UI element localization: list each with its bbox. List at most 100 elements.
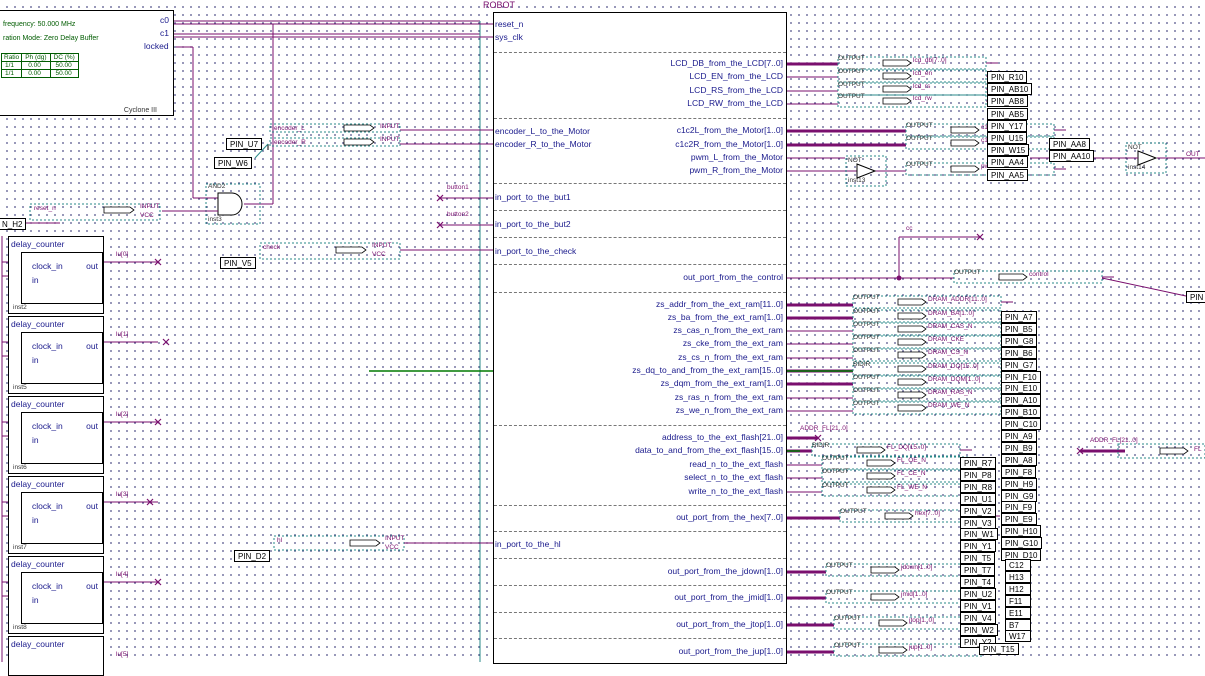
pin-h2[interactable]: N_H2 [0,218,27,230]
pin-assignment[interactable]: PIN_W1 [960,528,998,541]
pin-assignment[interactable]: PIN_V4 [960,611,996,624]
pin-assignment[interactable]: B7 [1005,618,1031,631]
input-reset-type: INPUT [140,203,160,210]
pin-assignment[interactable]: PIN_A9 [1001,430,1037,442]
output-pin-type: OUTPUT [853,308,880,315]
robot-block[interactable] [493,12,787,664]
output-pin-name: DRAM_CKE [928,336,965,343]
pin-assignment[interactable]: PIN_W2 [960,623,998,636]
pin-right-edge[interactable]: PIN [1186,291,1205,303]
pin-assignment[interactable]: PIN_T4 [960,576,996,588]
delay-counter-net: lu[1] [116,331,129,338]
pin-assignment[interactable]: PIN_A7 [1001,311,1037,323]
junction-dot [896,275,902,281]
pin-assignment[interactable]: H13 [1005,570,1031,583]
pin-assignment[interactable]: PIN_W15 [987,144,1030,157]
pin-assignment[interactable]: PIN_V1 [960,599,996,612]
pin-assignment[interactable]: PIN_AA5 [987,168,1028,181]
pin-assignment[interactable]: PIN_U15 [987,132,1028,144]
pin-assignment[interactable]: PIN_F10 [1001,370,1041,383]
robot-in-hl: in_port_to_the_hl [495,539,561,549]
pin-shape [866,486,896,494]
output-pin-name: lcd_en [913,70,933,77]
robot-out-port: zs_ba_from_the_ext_ram[1..0] [667,312,783,322]
pin-assignment[interactable]: PIN_P8 [960,468,996,481]
pin-d2[interactable]: PIN_D2 [234,550,271,562]
pin-w6[interactable]: PIN_W6 [214,157,252,169]
pin-u7[interactable]: PIN_U7 [226,138,263,150]
pin-assignment[interactable]: H12 [1005,582,1031,595]
pin-assignment[interactable]: PIN_E9 [1001,513,1037,526]
pin-assignment[interactable]: F11 [1005,594,1031,607]
pin-shape [335,246,367,254]
pin-assignment[interactable]: PIN_V3 [960,516,996,529]
output-pin-type: OUTPUT [853,387,880,394]
pin-assignment[interactable]: PIN_E10 [1001,382,1042,395]
pin-assignment[interactable]: PIN_R7 [960,457,997,469]
not-gate-1-frame [845,155,887,187]
pll-mode: ration Mode: Zero Delay Buffer [3,35,99,42]
pin-assignment[interactable]: PIN_U2 [960,587,997,600]
pin-assignment[interactable]: W17 [1005,630,1031,643]
pin-assignment[interactable]: PIN_F8 [1001,465,1037,478]
pin-assignment[interactable]: PIN_Y17 [987,119,1028,132]
pin-v5[interactable]: PIN_V5 [220,257,256,269]
pin-shape [998,273,1028,281]
pin-assignment[interactable]: PIN_R8 [960,480,997,493]
robot-out-port: write_n_to_the_ext_flash [688,486,783,496]
output-pin-type: OUTPUT [826,589,853,596]
pin-assignment[interactable]: PIN_G10 [1001,537,1042,550]
pin-assignment[interactable]: PIN_A10 [1001,394,1042,407]
pin-shape [878,619,908,627]
pin-aa8[interactable]: PIN_AA8 [1049,138,1090,150]
output-pin-type: OUTPUT [822,482,849,489]
output-pin-type: OUTPUT [906,122,933,129]
pin-assignment[interactable]: PIN_T7 [960,564,996,577]
pin-assignment[interactable]: PIN_G9 [1001,489,1038,502]
pin-assignment[interactable]: PIN_G8 [1001,334,1038,347]
robot-out-port: read_n_to_the_ext_flash [689,459,783,469]
pin-assignment[interactable]: PIN_H9 [1001,477,1038,490]
pin-assignment[interactable]: E11 [1005,606,1031,619]
pin-assignment[interactable]: PIN_A8 [1001,453,1037,466]
pin-assignment[interactable]: PIN_AB8 [987,95,1028,108]
pin-assignment[interactable]: PIN_B10 [1001,406,1042,419]
pin-assignment[interactable]: PIN_G7 [1001,358,1038,371]
delay-counter-net: lu[5] [116,651,129,658]
delay-counter-block[interactable]: delay_counter [8,636,104,676]
pin-assignment[interactable]: PIN_C10 [1001,418,1042,431]
input-encoder-r-frame [269,137,401,147]
pin-assignment[interactable]: PIN_B9 [1001,441,1037,454]
delay-counter-in: in [32,595,39,605]
net-addr-fl-right: ADDR_FL[21..0] [1090,437,1138,444]
pin-aa10[interactable]: PIN_AA10 [1049,150,1095,162]
pin-assignment[interactable]: PIN_AB10 [987,83,1033,96]
pin-assignment[interactable]: PIN_H10 [1001,525,1042,538]
pin-assignment[interactable]: PIN_AA4 [987,156,1028,169]
net-button1: button1 [447,184,469,191]
pin-assignment[interactable]: PIN_R10 [987,71,1028,83]
pin-assignment[interactable]: PIN_AB5 [987,107,1028,120]
pin-assignment[interactable]: PIN_B6 [1001,346,1037,359]
robot-out-port: select_n_to_the_ext_flash [684,472,783,482]
not-gate-2-inst: inst14 [1128,164,1146,171]
pll-block[interactable]: frequency: 50.000 MHz ration Mode: Zero … [0,10,174,116]
pin-assignment[interactable]: PIN_Y1 [960,540,996,553]
pin-assignment[interactable]: PIN_U1 [960,492,997,505]
pin-assignment[interactable]: PIN_T5 [960,552,996,565]
pin-assignment[interactable]: PIN_B5 [1001,322,1037,335]
output-pin-name: jtop[1..0] [909,617,934,624]
pin-assignment[interactable]: C12 [1005,559,1031,571]
delay-counter-clock-in: clock_in [32,421,63,431]
pin-t15[interactable]: PIN_T15 [979,643,1019,655]
input-check-type: INPUT [372,242,392,249]
delay-counter-net: lu[4] [116,571,129,578]
pin-assignment[interactable]: PIN_F9 [1001,501,1037,514]
pin-assignment[interactable]: PIN_V2 [960,504,996,517]
